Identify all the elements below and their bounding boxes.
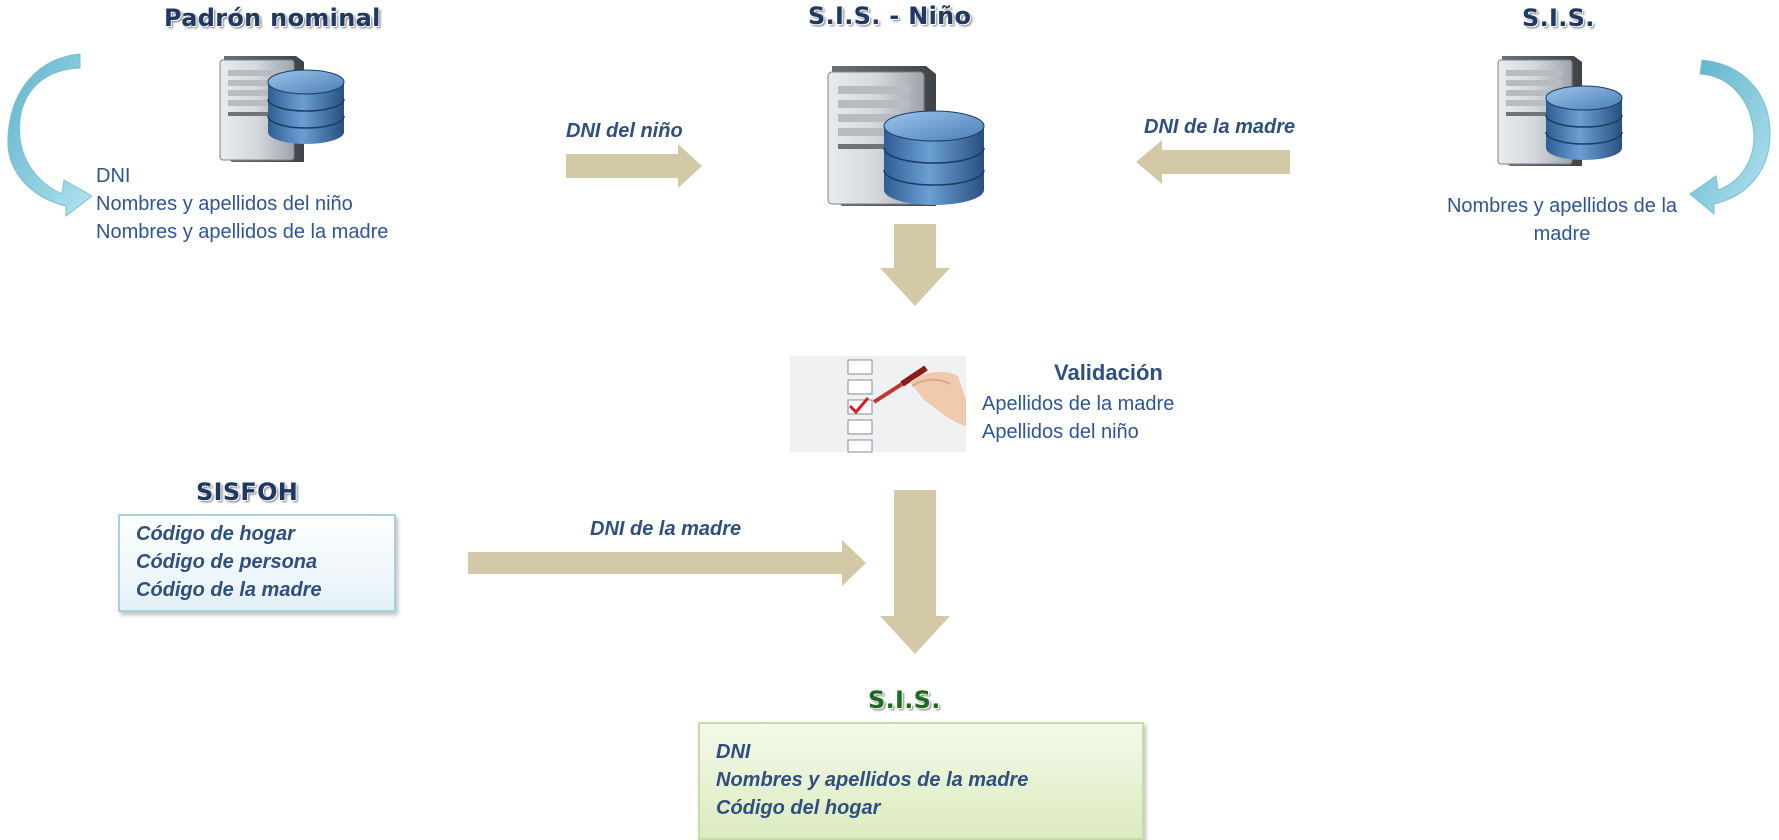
sisfoh-box: Código de hogar Código de persona Código… — [118, 514, 396, 612]
checklist-validation-icon — [790, 356, 966, 453]
database-server-icon — [219, 56, 345, 162]
flow-label-dni-nino: DNI del niño — [566, 120, 683, 142]
validacion-field: Apellidos del niño — [982, 421, 1139, 443]
down-arrow — [880, 224, 950, 306]
sis-top-title: S.I.S. — [1522, 4, 1595, 32]
padron-field: Nombres y apellidos del niño — [96, 193, 353, 215]
padron-field: DNI — [96, 165, 131, 187]
right-arrow — [566, 144, 702, 188]
sis-bottom-box: DNI Nombres y apellidos de la madre Códi… — [698, 722, 1144, 840]
validacion-field: Apellidos de la madre — [982, 393, 1175, 415]
sis-nino-title: S.I.S. - Niño — [808, 2, 972, 30]
flow-label-dni-madre-bottom: DNI de la madre — [590, 518, 742, 540]
right-arrow — [468, 540, 866, 586]
sis-top-caption-line: madre — [1533, 223, 1591, 245]
sis-bottom-field: DNI — [716, 741, 751, 763]
sisfoh-field: Código de persona — [136, 551, 318, 573]
sis-bottom-field: Código del hogar — [716, 797, 881, 819]
database-server-icon — [1497, 56, 1623, 166]
padron-fields: DNI Nombres y apellidos del niño Nombres… — [96, 162, 388, 246]
curved-arrow-icon — [7, 53, 93, 218]
flow-label-dni-madre-top: DNI de la madre — [1144, 116, 1296, 138]
sisfoh-field: Código de la madre — [136, 579, 322, 601]
validacion-title: Validación — [1054, 360, 1163, 385]
sis-top-caption-line: Nombres y apellidos de la — [1446, 195, 1678, 217]
left-arrow — [1136, 140, 1290, 184]
sis-bottom-field: Nombres y apellidos de la madre — [716, 769, 1029, 791]
down-arrow — [880, 490, 950, 654]
validacion-fields: Apellidos de la madre Apellidos del niño — [982, 390, 1174, 446]
padron-field: Nombres y apellidos de la madre — [96, 221, 389, 243]
sis-top-caption: Nombres y apellidos de la madre — [1436, 192, 1688, 248]
sis-bottom-title: S.I.S. — [868, 686, 941, 714]
padron-title: Padrón nominal — [164, 4, 381, 32]
database-server-icon — [827, 66, 985, 206]
sisfoh-title: SISFOH — [196, 478, 299, 506]
sisfoh-field: Código de hogar — [136, 523, 295, 545]
curved-arrow-icon — [1689, 59, 1771, 216]
